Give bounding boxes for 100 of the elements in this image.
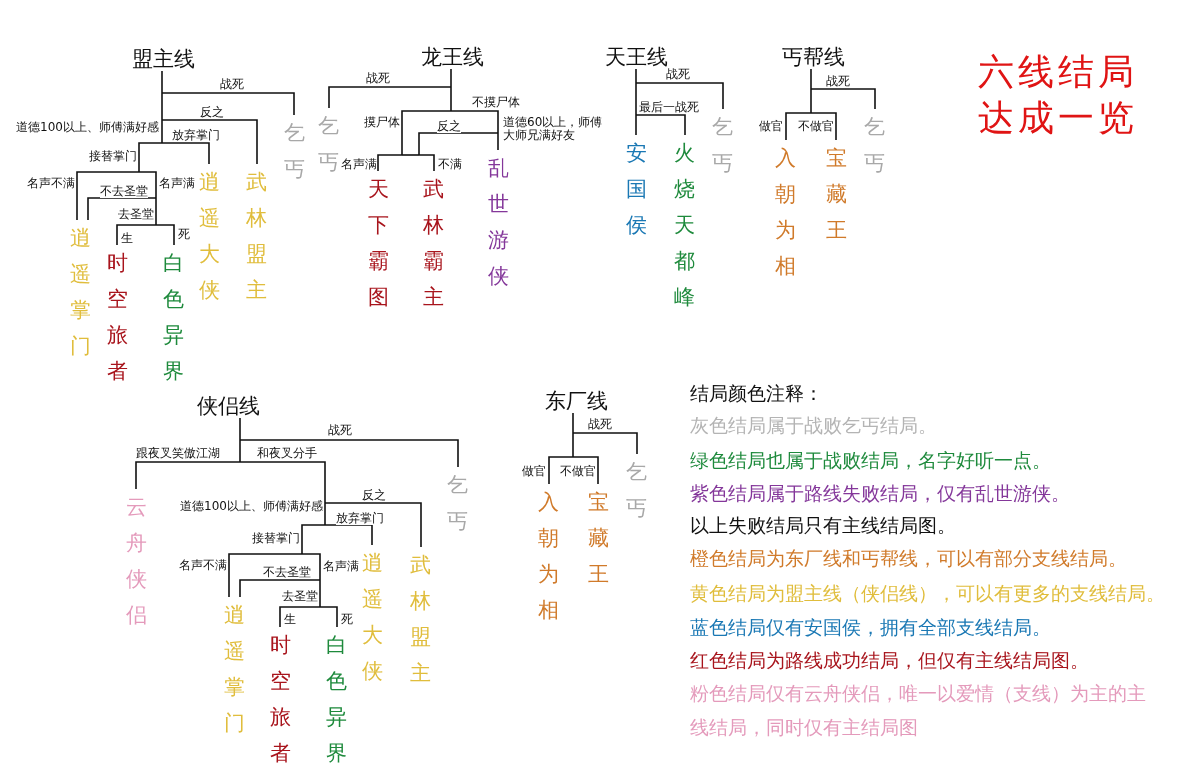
edge-label: 战死 bbox=[666, 68, 690, 81]
edge-label: 最后一战死 bbox=[639, 101, 699, 114]
edge-label: 战死 bbox=[220, 78, 244, 91]
edge-label: 反之 bbox=[200, 106, 224, 119]
tree-connector bbox=[155, 224, 175, 246]
edge-label: 做官 bbox=[522, 465, 546, 478]
branch-condition: 反之 bbox=[437, 120, 461, 133]
edge-label: 战死 bbox=[366, 72, 390, 85]
tree-connector bbox=[239, 439, 459, 468]
edge-label: 名声不满 bbox=[179, 559, 227, 572]
tree-connector bbox=[810, 88, 812, 114]
tree-connector bbox=[418, 154, 435, 172]
ending-text: 入朝为相 bbox=[538, 484, 559, 628]
ending-text: 乞丐 bbox=[318, 108, 339, 180]
tree-connector bbox=[161, 92, 295, 116]
tree-connector bbox=[635, 114, 637, 136]
tree-connector bbox=[239, 439, 241, 463]
ending-text: 白色异界 bbox=[163, 245, 184, 389]
tree-connector bbox=[450, 86, 452, 112]
ending-text: 云舟侠侣 bbox=[126, 489, 147, 633]
colour-note: 黄色结局为盟主线（侠侣线），可以有更多的支线结局。 bbox=[690, 581, 1165, 606]
tree-connector bbox=[239, 579, 321, 598]
tree-connector bbox=[418, 132, 499, 156]
edge-label: 名声不满 bbox=[27, 177, 75, 190]
tree-connector bbox=[572, 412, 574, 434]
tree-connector bbox=[450, 68, 452, 88]
tree-connector bbox=[810, 112, 837, 141]
edge-label: 反之 bbox=[362, 489, 386, 502]
tree-connector bbox=[161, 119, 163, 144]
route-title: 东厂线 bbox=[545, 389, 608, 413]
ending-text: 武林盟主 bbox=[410, 547, 431, 691]
route-title: 盟主线 bbox=[132, 47, 195, 71]
ending-text: 乞丐 bbox=[447, 467, 468, 539]
tree-connector bbox=[324, 524, 373, 546]
tree-connector bbox=[161, 142, 210, 165]
branch-condition: 道德100以上、师傅满好感 bbox=[16, 121, 159, 134]
branch-condition: 名声满 bbox=[323, 560, 359, 573]
colour-note: 蓝色结局仅有安国侯，拥有全部支线结局。 bbox=[690, 615, 1051, 640]
branch-condition: 去圣堂 bbox=[118, 208, 154, 221]
tree-connector bbox=[635, 68, 637, 84]
tree-connector bbox=[324, 502, 326, 526]
tree-connector bbox=[572, 432, 638, 455]
tree-connector bbox=[155, 197, 157, 226]
edge-label: 做官 bbox=[759, 120, 783, 133]
branch-condition: 去圣堂 bbox=[282, 590, 318, 603]
edge-label: 战死 bbox=[328, 424, 352, 437]
edge-label: 放弃掌门 bbox=[336, 512, 384, 525]
edge-label: 不去圣堂 bbox=[100, 185, 148, 198]
ending-text: 时空旅者 bbox=[270, 627, 291, 771]
tree-connector bbox=[635, 114, 686, 136]
ending-text: 乞丐 bbox=[864, 109, 885, 181]
tree-connector bbox=[301, 524, 326, 555]
tree-connector bbox=[810, 68, 812, 90]
route-title: 天王线 bbox=[605, 45, 668, 69]
tree-connector bbox=[301, 553, 321, 581]
colour-note: 粉色结局仅有云舟侠侣，唯一以爱情（支线）为主的主线结局，同时仅有主结局图 bbox=[690, 681, 1147, 740]
ending-text: 天下霸图 bbox=[368, 171, 389, 315]
notes-heading: 结局颜色注释： bbox=[690, 381, 823, 406]
ending-text: 武林霸主 bbox=[423, 171, 444, 315]
tree-connector bbox=[785, 112, 812, 141]
tree-connector bbox=[810, 88, 876, 110]
tree-connector bbox=[239, 417, 241, 441]
ending-text: 宝藏王 bbox=[826, 140, 847, 248]
tree-connector bbox=[161, 119, 258, 165]
route-title: 龙王线 bbox=[421, 45, 484, 69]
tree-connector bbox=[279, 606, 321, 628]
branch-condition: 接替掌门 bbox=[252, 532, 300, 545]
ending-text: 乞丐 bbox=[626, 454, 647, 526]
edge-label: 死 bbox=[341, 613, 353, 626]
branch-condition: 不摸尸体 bbox=[472, 96, 520, 109]
branch-condition: 名声满 bbox=[159, 177, 195, 190]
tree-connector bbox=[138, 171, 157, 199]
ending-text: 白色异界 bbox=[326, 627, 347, 771]
tree-connector bbox=[161, 92, 163, 121]
tree-connector bbox=[239, 461, 326, 504]
ending-text: 时空旅者 bbox=[107, 245, 128, 389]
edge-label: 战死 bbox=[826, 75, 850, 88]
branch-condition: 和夜叉分手 bbox=[257, 447, 317, 460]
ending-text: 乞丐 bbox=[712, 109, 733, 181]
tree-connector bbox=[135, 461, 241, 490]
tree-connector bbox=[450, 110, 499, 134]
tree-connector bbox=[228, 553, 303, 598]
tree-connector bbox=[497, 132, 499, 151]
edge-label: 生 bbox=[284, 613, 296, 626]
tree-connector bbox=[319, 579, 321, 608]
tree-connector bbox=[401, 110, 452, 156]
colour-note: 灰色结局属于战败乞丐结局。 bbox=[690, 413, 937, 438]
tree-connector bbox=[635, 82, 637, 116]
diagram-title: 六线结局达成一览 bbox=[978, 50, 1139, 140]
ending-text: 逍遥大侠 bbox=[362, 545, 383, 689]
edge-label: 死 bbox=[178, 228, 190, 241]
route-title: 侠侣线 bbox=[197, 394, 260, 418]
ending-text: 安国侯 bbox=[626, 135, 647, 243]
edge-label: 战死 bbox=[588, 418, 612, 431]
ending-text: 宝藏王 bbox=[588, 484, 609, 592]
tree-connector bbox=[76, 171, 140, 221]
edge-label: 不去圣堂 bbox=[263, 566, 311, 579]
colour-note: 橙色结局为东厂线和丐帮线，可以有部分支线结局。 bbox=[690, 546, 1127, 571]
ending-text: 入朝为相 bbox=[775, 140, 796, 284]
edge-label: 不做官 bbox=[560, 465, 596, 478]
